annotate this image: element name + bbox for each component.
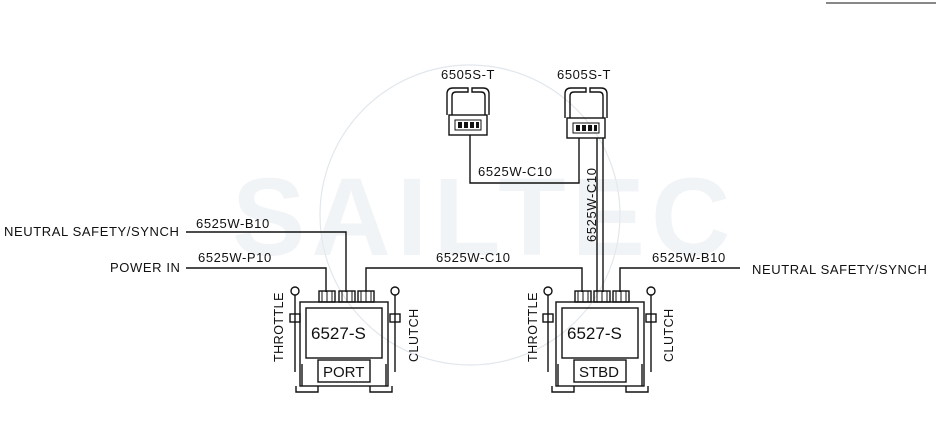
watermark-text: SAILTEC [232,156,736,279]
stbd-safety-cable: 6525W-B10 NEUTRAL SAFETY/SYNCH [619,250,928,292]
inter-unit-cable: 6525W-C10 [365,250,583,292]
sensor-2-arm-left [564,87,587,118]
stbd-control-unit: 6527-S STBD THROTTLE CLUTCH [526,286,676,393]
stbd-unit-tag-frame [573,359,627,383]
sensor-link-cable: 6525W-C10 [469,135,580,184]
port-clutch-pivot [389,313,401,323]
sensor-1-pin [458,122,462,128]
stbd-throttle-pivot [542,313,554,323]
sensor-1-arm-right [471,87,490,115]
port-control-unit: 6527-S PORT THROTTLE CLUTCH [272,286,421,393]
port-unit-tag-frame [317,359,371,383]
sensor-2-body [566,117,606,139]
sensor-2-pin [588,125,592,131]
sensor-1-arm-left [446,87,469,115]
sensor-2: 6505S-T [557,67,611,139]
stbd-clutch-knob [646,286,656,296]
sensor-2-pin [576,125,580,131]
sensor-link-wire [469,135,580,184]
port-throttle-knob [290,286,300,296]
port-throttle-pivot [289,313,301,323]
port-throttle-label: THROTTLE [272,292,286,362]
port-clutch-label: CLUTCH [407,308,421,362]
stbd-clutch-pivot [645,313,657,323]
power-cable: POWER IN 6525W-P10 [110,250,327,292]
port-clutch-knob [390,286,400,296]
sensor-1-pin [476,122,479,128]
sensor-2-label: 6505S-T [557,67,611,82]
port-safety-cable-label: 6525W-B10 [196,216,270,231]
power-wire [186,267,327,292]
port-safety-cable: NEUTRAL SAFETY/SYNCH 6525W-B10 [4,216,347,292]
stbd-unit-panel [561,307,639,359]
stbd-safety-label: NEUTRAL SAFETY/SYNCH [752,262,928,277]
stbd-unit-side: STBD [579,364,619,381]
stbd-unit-body [555,301,645,387]
port-base-right [369,386,393,393]
power-cable-label: 6525W-P10 [198,250,272,265]
sensor-1-label: 6505S-T [441,67,495,82]
port-base-left [295,386,319,393]
sensor-1-connector [454,119,482,131]
stbd-throttle-label: THROTTLE [526,292,540,362]
stbd-safety-cable-label: 6525W-B10 [652,250,726,265]
port-unit-body [299,301,389,387]
sensor-2-arm-right [589,87,608,118]
port-unit-panel [305,307,383,359]
sensor-1-pin [464,122,468,128]
power-in-label: POWER IN [110,260,181,275]
sensor-2-connector [572,122,600,134]
sensor-1: 6505S-T [441,67,495,136]
stbd-clutch-label: CLUTCH [662,308,676,362]
stbd-base-left [551,386,575,393]
sensor-2-pin [594,125,597,131]
sensor-1-pin [470,122,474,128]
port-safety-wire [186,231,347,292]
port-unit-model: 6527-S [311,324,366,343]
inter-unit-wire [365,267,583,292]
sensor-2-pin [582,125,586,131]
stbd-safety-wire [619,267,740,292]
watermark: SAILTEC [232,64,736,366]
stbd-base-right [625,386,649,393]
inter-unit-label: 6525W-C10 [436,250,511,265]
stbd-sensor-label: 6525W-C10 [584,167,599,242]
stbd-sensor-cable: 6525W-C10 [584,138,604,292]
stbd-unit-model: 6527-S [567,324,622,343]
port-safety-label: NEUTRAL SAFETY/SYNCH [4,224,180,239]
sensor-link-label: 6525W-C10 [478,164,553,179]
stbd-throttle-knob [543,286,553,296]
port-unit-side: PORT [323,364,364,381]
sensor-1-body [448,114,488,136]
